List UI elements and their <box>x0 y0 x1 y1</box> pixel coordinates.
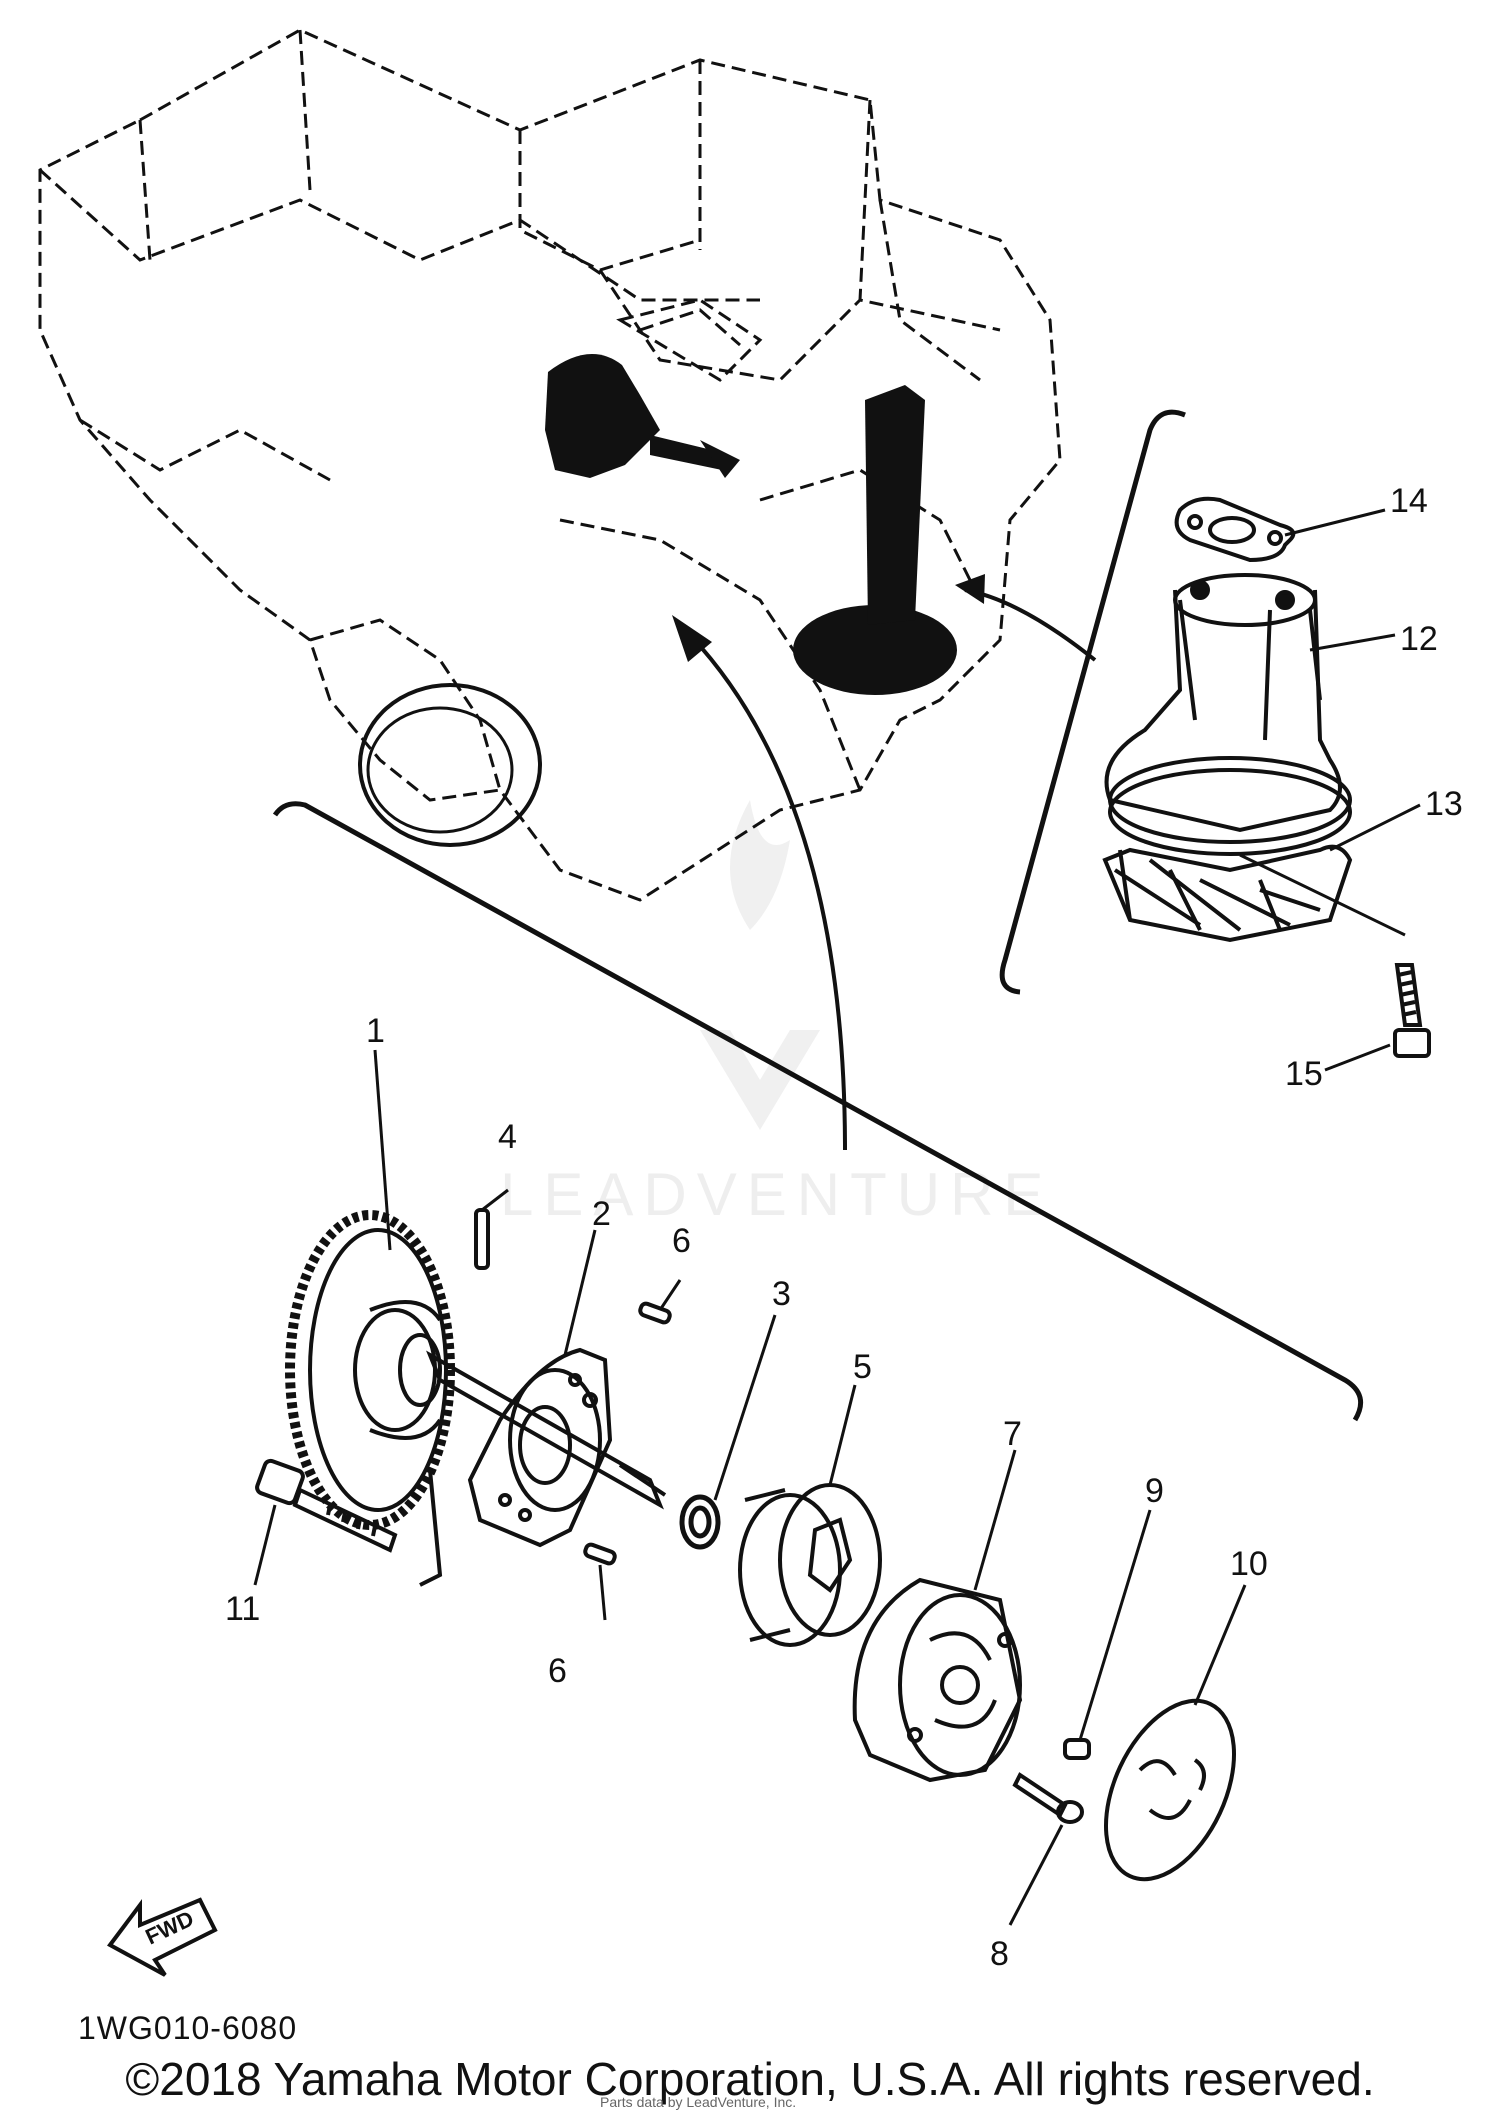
pin-part-4 <box>474 1208 490 1270</box>
callout-10: 10 <box>1230 1545 1268 1583</box>
section-boundary-lines <box>272 409 1364 1422</box>
drive-gear-part-1 <box>285 1210 455 1530</box>
circlip-part-3 <box>679 1494 721 1550</box>
screw-part-8 <box>1012 1772 1084 1824</box>
callout-1: 1 <box>366 1012 385 1050</box>
dowel-pin-part-6-lower <box>583 1542 617 1566</box>
callout-12: 12 <box>1400 620 1438 658</box>
callout-7: 7 <box>1003 1415 1022 1453</box>
plate-part-10 <box>1103 1698 1237 1882</box>
valve-part-9 <box>1063 1738 1091 1760</box>
oil-strainer-part-12 <box>1104 573 1352 856</box>
pump-shaft <box>426 1350 667 1510</box>
watermark: LEADVENTURE <box>500 800 1053 1228</box>
callout-14: 14 <box>1390 482 1428 520</box>
callout-8: 8 <box>990 1935 1009 1973</box>
fine-print: Parts data by LeadVenture, Inc. <box>600 2094 797 2110</box>
callout-6-upper: 6 <box>672 1222 691 1260</box>
leader-lines <box>253 508 1421 1926</box>
callout-9: 9 <box>1145 1472 1164 1510</box>
rotor-part-5 <box>738 1483 882 1647</box>
fwd-arrow-icon <box>107 1897 218 1977</box>
callout-15: 15 <box>1285 1055 1323 1093</box>
callout-11: 11 <box>225 1590 260 1628</box>
watermark-text: LEADVENTURE <box>500 1161 1053 1228</box>
pump-cover-part-7 <box>852 1577 1023 1783</box>
arrowheads <box>672 574 985 662</box>
pump-housing-part-2 <box>467 1347 613 1548</box>
callout-2: 2 <box>592 1195 611 1233</box>
callout-4: 4 <box>498 1118 517 1156</box>
strainer-screen-part-13 <box>1102 844 1353 943</box>
bolt-part-15 <box>1393 963 1431 1058</box>
diagram-code: 1WG010-6080 <box>78 2010 298 2046</box>
callout-6-lower: 6 <box>548 1652 567 1690</box>
pump-mount-location <box>545 354 957 695</box>
callout-13: 13 <box>1425 785 1463 823</box>
gasket-part-14 <box>1174 496 1296 563</box>
bolt-part-11 <box>255 1458 443 1587</box>
crankcase-boss <box>358 683 542 847</box>
copyright-notice: ©2018 Yamaha Motor Corporation, U.S.A. A… <box>125 2053 1375 2105</box>
engine-crankcase-outline <box>38 28 1062 902</box>
callout-5: 5 <box>853 1348 872 1386</box>
callout-labels: 1 4 2 6 3 5 6 11 7 9 10 8 14 12 13 15 <box>225 482 1463 1973</box>
callout-3: 3 <box>772 1275 791 1313</box>
dowel-pin-part-6-upper <box>638 1301 672 1325</box>
